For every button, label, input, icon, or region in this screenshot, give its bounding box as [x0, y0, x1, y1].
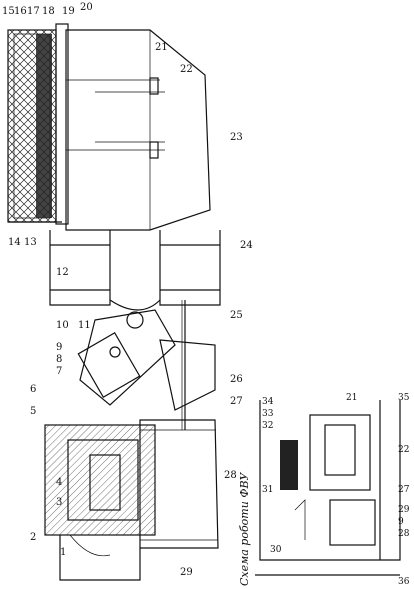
filter-cassette: [7, 23, 69, 225]
callout-31: 31: [262, 485, 273, 495]
callout-29s: 29: [398, 505, 410, 515]
callout-17: 17: [27, 6, 40, 17]
callout-15: 15: [2, 6, 15, 17]
callout-28: 28: [224, 470, 237, 481]
callout-24: 24: [240, 240, 253, 251]
callout-23: 23: [230, 132, 243, 143]
callout-22: 22: [180, 64, 193, 75]
scheme-caption: Схема роботи ФВУ: [238, 471, 251, 586]
callout-10: 10: [56, 320, 69, 331]
callout-21s: 21: [346, 393, 357, 403]
callout-13: 13: [24, 237, 37, 248]
duct-pipe: [49, 230, 221, 311]
callout-9: 9: [56, 342, 62, 353]
callout-32: 32: [262, 421, 273, 431]
fan-housing: [44, 419, 219, 581]
callout-labels: 15 16 17 18 19 20 21 22 23 14 13 24 12 1…: [2, 2, 253, 578]
callout-33: 33: [262, 409, 274, 419]
callout-27: 27: [230, 396, 243, 407]
callout-4: 4: [56, 477, 62, 488]
callout-1: 1: [60, 547, 66, 558]
callout-12: 12: [56, 267, 69, 278]
operation-scheme: [255, 400, 401, 576]
callout-36: 36: [398, 577, 410, 587]
callout-16: 16: [14, 6, 27, 17]
callout-5: 5: [30, 406, 36, 417]
callout-26: 26: [230, 374, 243, 385]
scheme-callouts: 34 33 32 21 35 22 31 27 29 9 28 30 36: [262, 393, 410, 587]
callout-2: 2: [30, 532, 36, 543]
callout-11: 11: [78, 320, 91, 331]
callout-30: 30: [270, 545, 282, 555]
callout-35: 35: [398, 393, 410, 403]
callout-8: 8: [56, 354, 62, 365]
callout-14: 14: [8, 237, 21, 248]
callout-28s: 28: [398, 529, 410, 539]
callout-19: 19: [62, 6, 75, 17]
callout-9s: 9: [398, 517, 404, 527]
callout-18: 18: [42, 6, 55, 17]
callout-27s: 27: [398, 485, 410, 495]
callout-34: 34: [262, 397, 274, 407]
callout-6: 6: [30, 384, 36, 395]
callout-7: 7: [56, 366, 62, 377]
filter-cylinder-upper: [65, 29, 211, 231]
callout-20: 20: [80, 2, 93, 13]
callout-3: 3: [56, 497, 62, 508]
valve-mechanism: [77, 300, 216, 430]
callout-29: 29: [180, 567, 193, 578]
callout-25: 25: [230, 310, 243, 321]
callout-22s: 22: [398, 445, 409, 455]
callout-21: 21: [155, 42, 168, 53]
